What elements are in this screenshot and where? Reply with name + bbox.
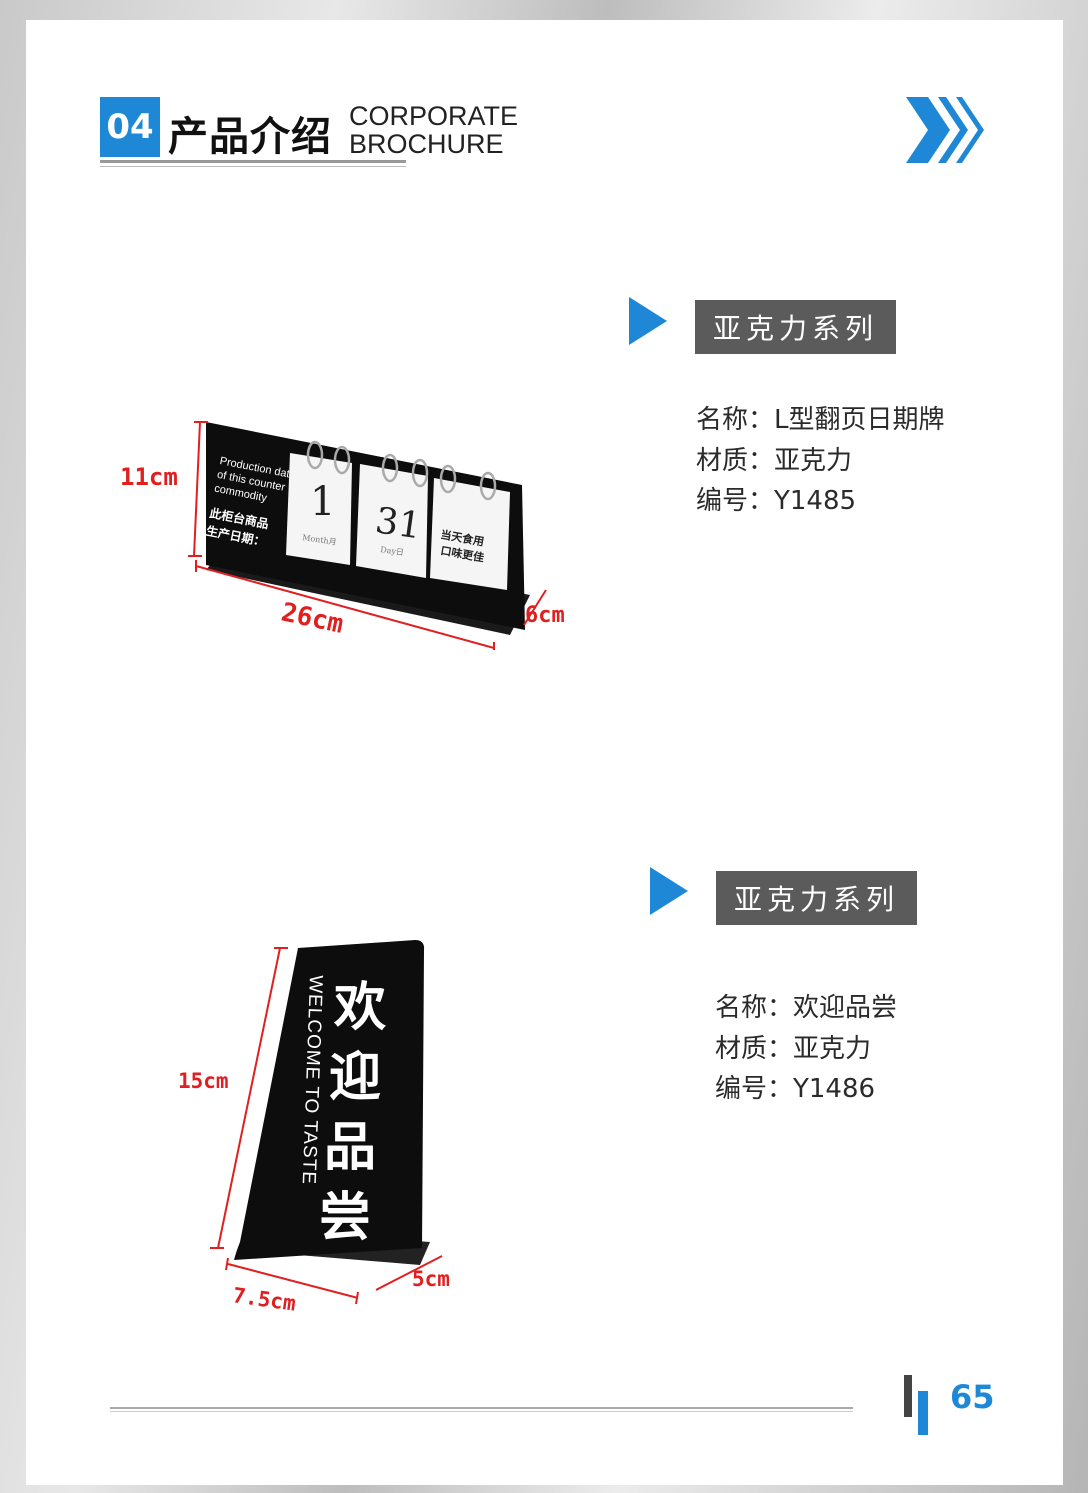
day-label: Day日: [380, 545, 405, 557]
footer-mark-dark: [904, 1375, 912, 1417]
product-name: 名称：L型翻页日期牌: [696, 405, 945, 435]
footer-mark-blue: [918, 1391, 928, 1435]
sign-char-4: 尝: [319, 1188, 371, 1248]
product-info: 名称：L型翻页日期牌 材质：亚克力 编号：Y1485: [696, 400, 945, 522]
dimension-lines: [188, 421, 547, 650]
month-number: 1: [310, 479, 335, 525]
header-underline-thin: [100, 166, 406, 167]
header-underline: [100, 160, 406, 163]
play-triangle-icon: [629, 297, 667, 345]
section-title-en: CORPORATE BROCHURE: [349, 102, 518, 158]
title-en-line2: BROCHURE: [349, 129, 504, 159]
dim-depth: 5cm: [412, 1267, 450, 1291]
product-material: 材质：亚克力: [715, 1033, 872, 1064]
sign-char-3: 品: [324, 1118, 376, 1178]
product-name: 名称：欢迎品尝: [715, 993, 898, 1023]
product-code: 编号：Y1486: [715, 1074, 876, 1104]
sign-char-1: 欢: [333, 978, 386, 1038]
dimension-lines: [210, 947, 443, 1305]
day-number: 31: [373, 500, 424, 547]
month-card: [286, 453, 352, 565]
sign-text-cn: 欢 迎 品 尝: [319, 978, 386, 1248]
sign-panel: [234, 940, 425, 1260]
note-card: [430, 478, 510, 590]
dim-width: 7.5cm: [231, 1283, 297, 1316]
play-triangle-icon: [650, 867, 688, 915]
page-number: 65: [950, 1378, 995, 1416]
sign-char-2: 迎: [329, 1048, 381, 1108]
chevron-right-icon: [906, 97, 984, 163]
binder-rings: [306, 440, 497, 501]
brochure-page: [26, 20, 1063, 1485]
footer-line-thin: [110, 1411, 853, 1412]
series-badge: 亚克力系列: [716, 871, 917, 925]
dim-height: 11cm: [120, 463, 178, 491]
product-code: 编号：Y1485: [696, 486, 857, 516]
calendar-sign-image: Production date of this counter commodit…: [120, 421, 565, 650]
product-info: 名称：欢迎品尝 材质：亚克力 编号：Y1486: [715, 988, 897, 1110]
title-en-line1: CORPORATE: [349, 101, 519, 131]
day-card: [356, 464, 428, 578]
dim-depth: 6cm: [525, 603, 565, 628]
welcome-sign-image: 欢 迎 品 尝 WELCOME TO TASTE 15cm 7.5cm 5cm: [178, 940, 450, 1316]
product-material: 材质：亚克力: [696, 445, 853, 476]
dim-height: 15cm: [178, 1069, 229, 1093]
series-badge: 亚克力系列: [695, 300, 896, 354]
section-number-badge: 04: [100, 97, 160, 157]
section-title-cn: 产品介绍: [168, 114, 332, 160]
footer-line: [110, 1407, 853, 1409]
